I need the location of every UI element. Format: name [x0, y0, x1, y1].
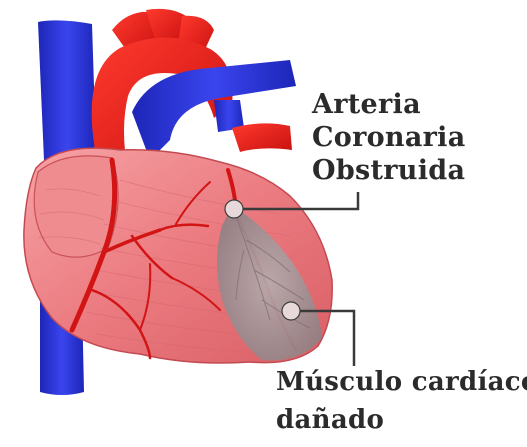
label-damaged-heart-muscle: Músculo cardíaco dañado [276, 363, 527, 439]
label-muscle-line2: dañado [276, 401, 527, 439]
label-artery-line2: Coronaria [312, 121, 466, 154]
label-muscle-line1: Músculo cardíaco [276, 363, 527, 401]
pulmonary-veins [232, 123, 292, 152]
label-artery-line3: Obstruida [312, 154, 466, 187]
label-artery-line1: Arteria [312, 88, 466, 121]
label-obstructed-coronary-artery: Arteria Coronaria Obstruida [312, 88, 466, 187]
